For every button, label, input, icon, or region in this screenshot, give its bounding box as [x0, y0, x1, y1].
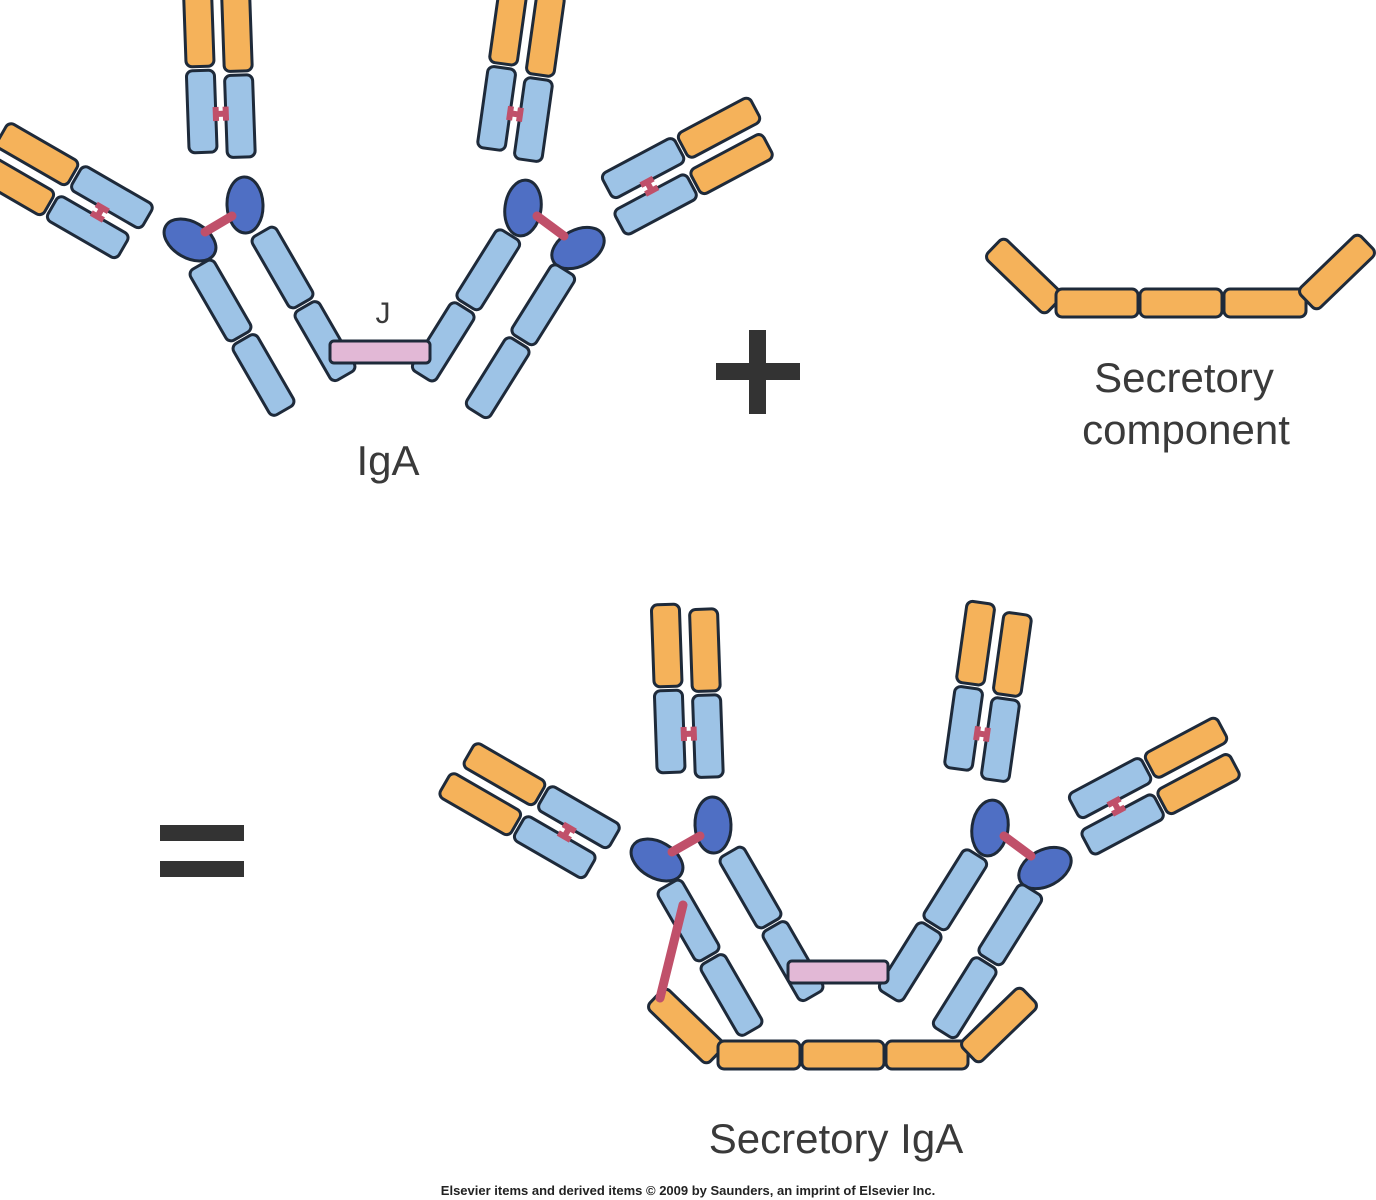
- siga-right-inner-arm: [933, 601, 1039, 859]
- secretory-iga: Secretory IgA: [438, 601, 1250, 1162]
- iga-dimer: J IgA: [0, 0, 782, 484]
- siga-right-stem-inner: [877, 848, 989, 1003]
- iga-label: IgA: [356, 437, 419, 484]
- siga-left-inner-arm: [651, 603, 732, 855]
- plus-sign: [716, 330, 800, 414]
- secretory-iga-label: Secretory IgA: [709, 1115, 963, 1162]
- iga-right-inner-arm: [466, 0, 572, 238]
- secretory-component-label-line1: Secretory: [1094, 354, 1274, 401]
- siga-right-stem-outer: [931, 883, 1044, 1040]
- hinge-bond: [200, 211, 237, 237]
- j-chain-label: J: [376, 297, 391, 330]
- siga-j-chain: [786, 959, 890, 985]
- iga-left-inner-arm: [183, 0, 264, 235]
- siga-monomer-right: [877, 601, 1249, 1040]
- copyright-credit: Elsevier items and derived items © 2009 …: [441, 1183, 935, 1198]
- siga-left-outer-arm: [438, 733, 691, 920]
- iga-left-stem-outer: [188, 258, 296, 417]
- j-chain: [328, 339, 432, 365]
- hinge-bond: [532, 211, 569, 241]
- iga-monomer-right: [410, 0, 782, 420]
- iga-monomer-left: [0, 0, 357, 417]
- hinge-bond: [999, 831, 1036, 861]
- siga-right-outer-arm: [995, 716, 1250, 897]
- siga-secretory-component: [647, 986, 1038, 1071]
- secretory-component-label-line2: component: [1082, 406, 1290, 453]
- siga-monomer-left: [438, 603, 825, 1037]
- hinge-bond: [667, 831, 705, 857]
- iga-right-outer-arm: [528, 96, 783, 277]
- iga-right-stem-outer: [464, 263, 577, 420]
- secretory-component: Secretory component: [985, 233, 1376, 453]
- secretory-component-bond: [655, 900, 688, 1003]
- equals-sign: [160, 825, 244, 877]
